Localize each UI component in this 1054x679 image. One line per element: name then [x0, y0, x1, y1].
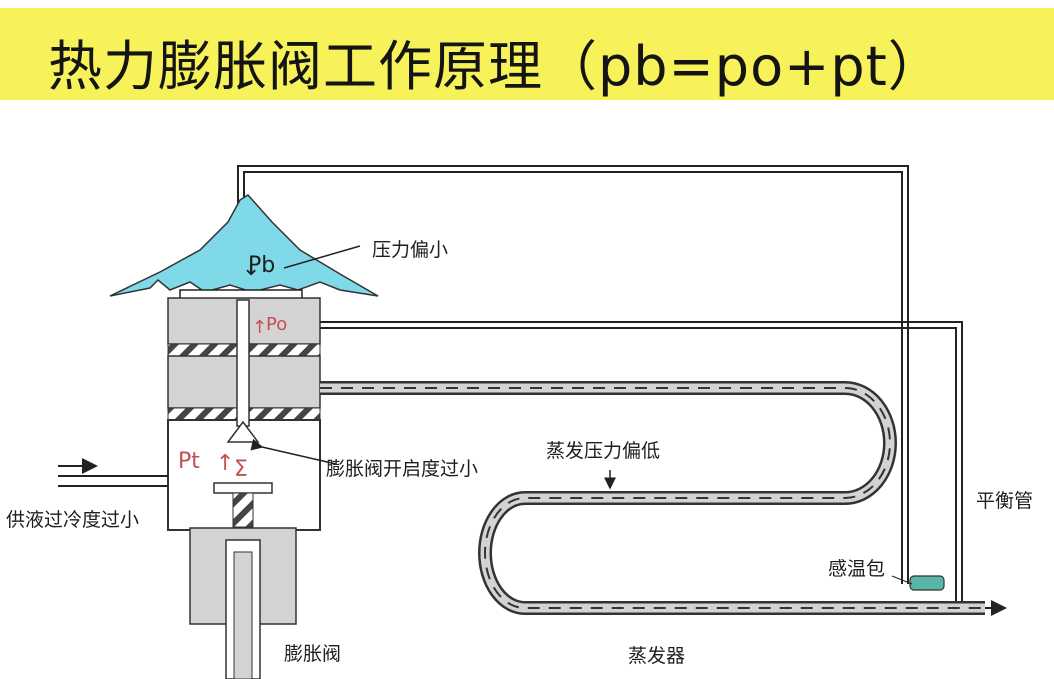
title-band: 热力膨胀阀工作原理（pb=po+pt）	[0, 8, 1054, 100]
valve-needle	[226, 420, 260, 443]
label-evap-pressure-low: 蒸发压力偏低	[546, 440, 660, 462]
pt-symbol: Pt	[178, 449, 200, 474]
label-balance-pipe: 平衡管	[976, 490, 1033, 512]
spring-seat	[213, 482, 273, 494]
label-valve-opening-small: 膨胀阀开启度过小	[326, 458, 478, 480]
label-expansion-valve: 膨胀阀	[284, 643, 341, 665]
pb-symbol: Pb	[248, 253, 275, 278]
liquid-inlet-pipe	[58, 475, 168, 487]
diaphragm-head	[109, 194, 379, 297]
sensing-bulb	[909, 575, 945, 591]
capillary-tube	[237, 165, 909, 584]
pointer-bulb	[891, 575, 913, 585]
balance-pipe	[318, 321, 963, 604]
spring-symbol: Σ	[234, 457, 248, 482]
label-evaporator: 蒸发器	[628, 645, 685, 667]
po-symbol: Po	[266, 314, 287, 335]
label-pressure-low: 压力偏小	[372, 239, 448, 261]
label-subcooling-small: 供液过冷度过小	[6, 509, 139, 531]
pointer-pressure-low	[283, 245, 361, 269]
force-arrow-up-po: ↑	[252, 317, 267, 338]
page-title: 热力膨胀阀工作原理（pb=po+pt）	[48, 35, 943, 98]
valve-stem	[236, 299, 250, 427]
force-arrow-up-pt: ↑	[216, 451, 234, 476]
pointer-valve-opening	[250, 438, 337, 465]
label-sensing-bulb: 感温包	[828, 558, 885, 580]
adjusting-screw	[232, 492, 254, 528]
force-arrow-down: ↓	[242, 256, 260, 281]
